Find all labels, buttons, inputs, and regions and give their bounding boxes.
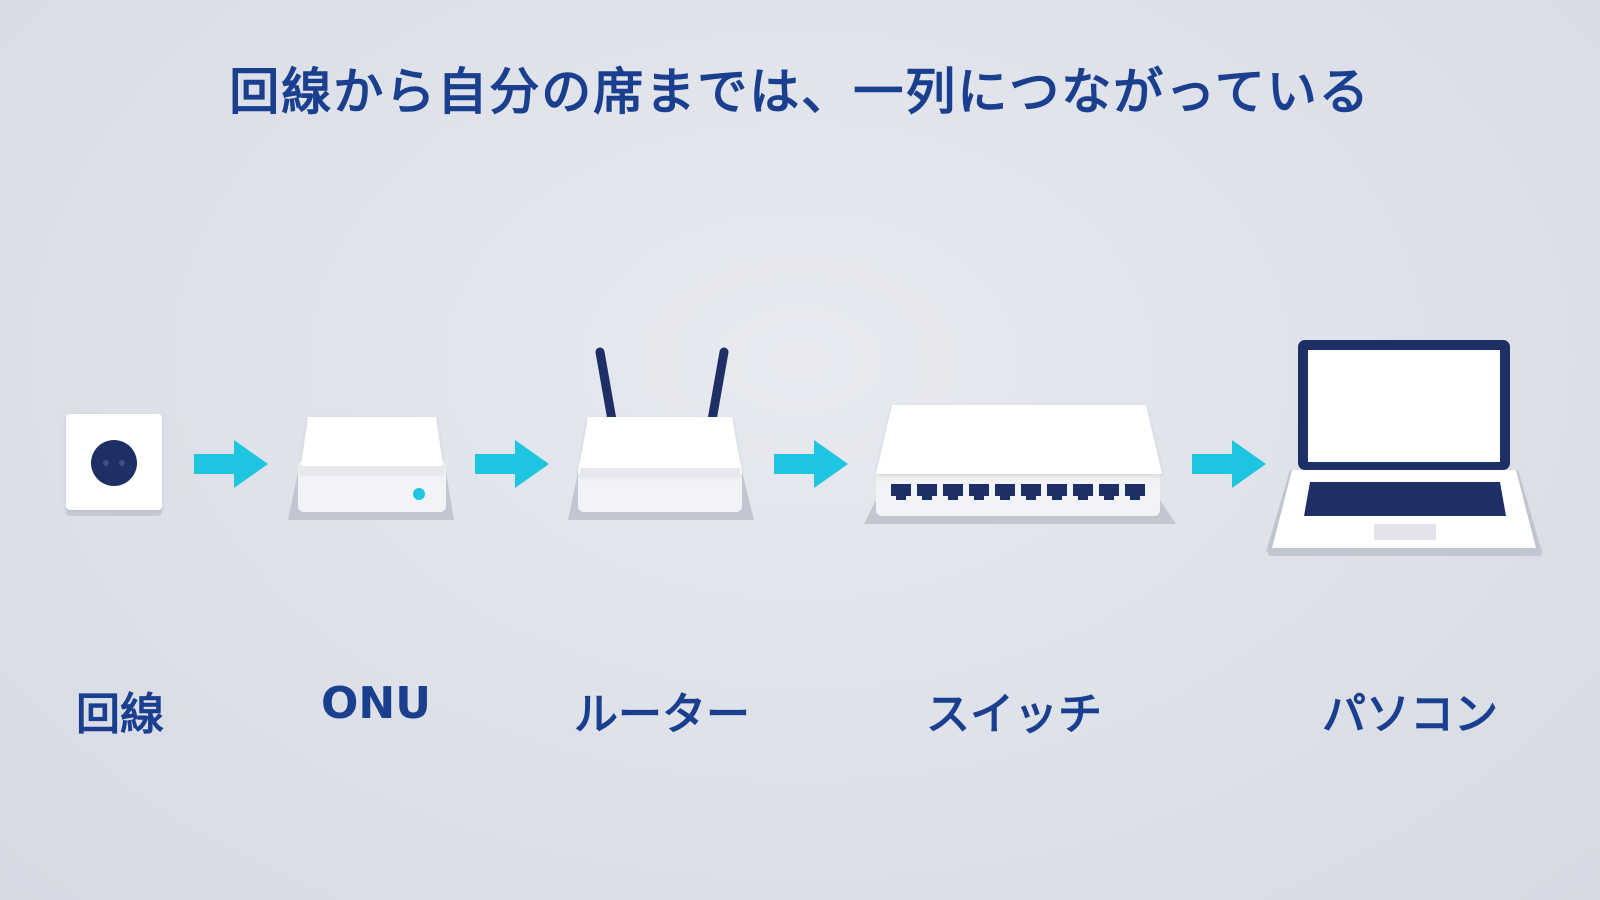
arrow-icon	[475, 440, 549, 488]
arrow-icon	[1192, 440, 1266, 488]
switch-hub-icon	[864, 405, 1176, 524]
arrow-icon	[774, 440, 848, 488]
ethernet-port	[969, 484, 989, 500]
wall-outlet-icon	[66, 414, 162, 516]
node-label-router: ルーター	[574, 689, 750, 740]
onu-box-icon	[288, 417, 454, 520]
diagram-title: 回線から自分の席までは、一列につながっている	[229, 63, 1371, 121]
ethernet-port	[995, 484, 1015, 500]
ethernet-port	[943, 484, 963, 500]
laptop-icon	[1266, 340, 1542, 556]
node-label-onu: ONU	[321, 678, 431, 729]
node-label-pc: パソコン	[1322, 689, 1498, 740]
ethernet-port	[1021, 484, 1041, 500]
node-label-line: 回線	[76, 689, 164, 740]
ethernet-port	[1125, 484, 1145, 500]
ethernet-port	[917, 484, 937, 500]
ethernet-port	[1099, 484, 1119, 500]
router-icon	[568, 347, 754, 520]
arrow-icon	[194, 440, 268, 488]
node-label-switch: スイッチ	[926, 689, 1102, 740]
ethernet-port	[1073, 484, 1093, 500]
ethernet-port	[891, 484, 911, 500]
ethernet-port	[1047, 484, 1067, 500]
